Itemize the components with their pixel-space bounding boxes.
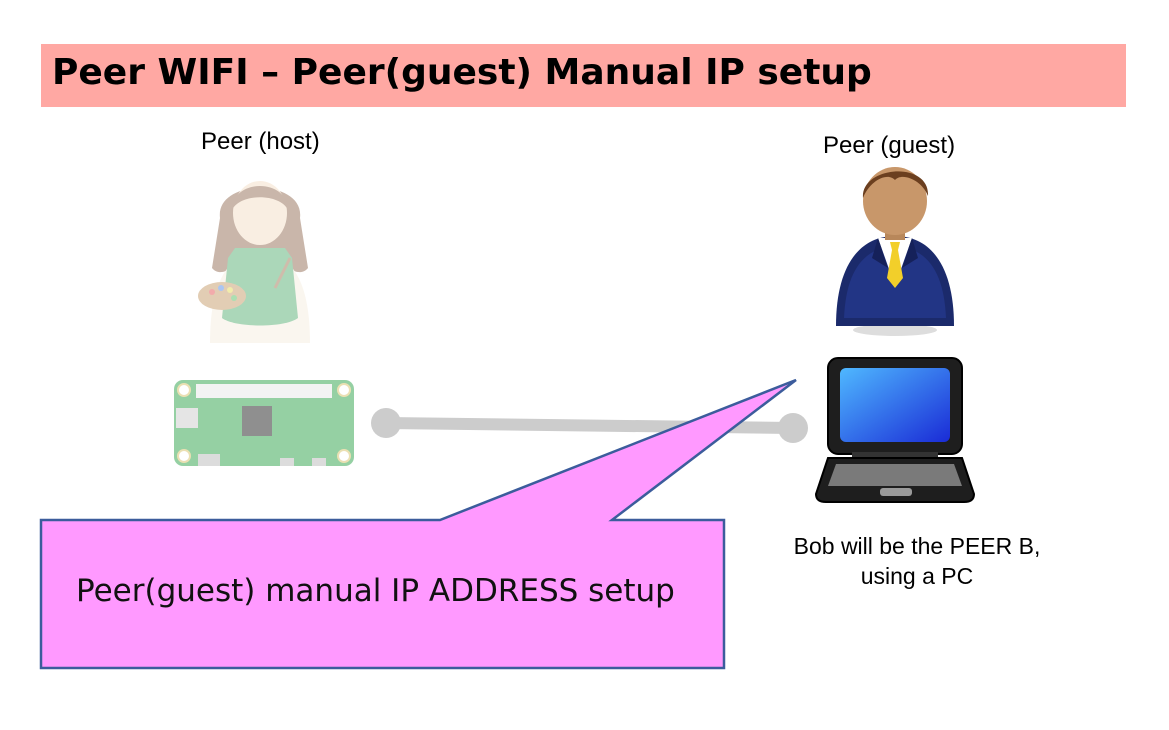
guest-caption-line1: Bob will be the PEER B, (793, 533, 1041, 559)
raspberry-pi-board-icon (174, 380, 354, 466)
callout-text: Peer(guest) manual IP ADDRESS setup (76, 573, 675, 609)
link-endpoint-guest (778, 413, 808, 443)
callout-shape (39, 378, 797, 670)
host-label: Peer (host) (201, 128, 320, 155)
guest-label: Peer (guest) (823, 132, 956, 159)
title-banner: Peer WIFI – Peer(guest) Manual IP setup (41, 44, 1126, 107)
guest-caption-line2: using a PC (860, 563, 974, 589)
page-title: Peer WIFI – Peer(guest) Manual IP setup (52, 52, 872, 93)
guest-caption: Bob will be the PEER B, using a PC (760, 531, 1074, 591)
painter-avatar-icon (198, 181, 310, 343)
businessman-avatar-icon (836, 167, 954, 336)
laptop-icon (814, 357, 976, 503)
link-endpoint-host (371, 408, 401, 438)
